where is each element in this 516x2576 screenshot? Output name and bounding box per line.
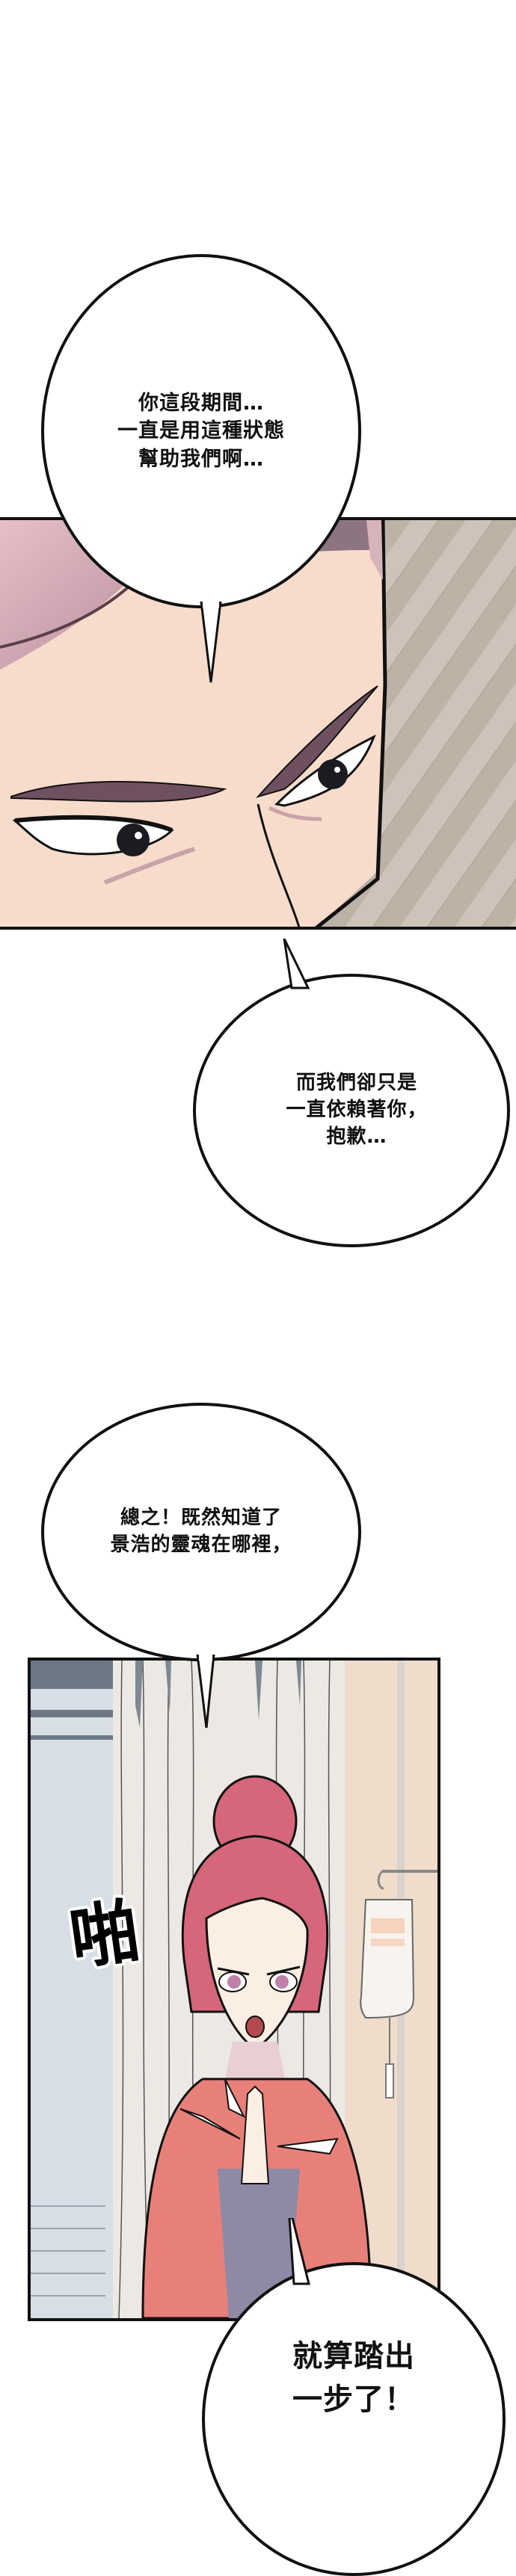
bubble-3-text: 總之！既然知道了 景浩的靈魂在哪裡， bbox=[110, 1507, 292, 1556]
iv-bag bbox=[360, 1899, 415, 2019]
speech-bubble-4: 就算踏出 一步了！ bbox=[202, 2262, 506, 2576]
bubble-4-tail bbox=[288, 2218, 310, 2285]
bubble-1-tail bbox=[200, 602, 222, 683]
man-face-illustration bbox=[0, 520, 516, 927]
speech-bubble-1: 你這段期間… 一直是用這種狀態 幫助我們啊… bbox=[41, 254, 361, 608]
panel-1-man-closeup bbox=[0, 517, 516, 930]
woman-illustration bbox=[31, 1661, 437, 2318]
bubble-1-text: 你這段期間… 一直是用這種狀態 幫助我們啊… bbox=[117, 392, 285, 471]
bubble-4-text: 就算踏出 一步了！ bbox=[292, 2339, 415, 2417]
panel-2-woman-clapping bbox=[28, 1658, 440, 2321]
speech-bubble-3: 總之！既然知道了 景浩的靈魂在哪裡， bbox=[41, 1403, 361, 1661]
speech-bubble-2: 而我們卻只是 一直依賴著你， 抱歉… bbox=[193, 974, 510, 1247]
bubble-3-tail bbox=[196, 1655, 215, 1729]
bubble-2-tail bbox=[283, 939, 310, 989]
bubble-2-text: 而我們卻只是 一直依賴著你， 抱歉… bbox=[286, 1072, 428, 1148]
sfx-clap-text: 啪 bbox=[64, 1891, 144, 1980]
